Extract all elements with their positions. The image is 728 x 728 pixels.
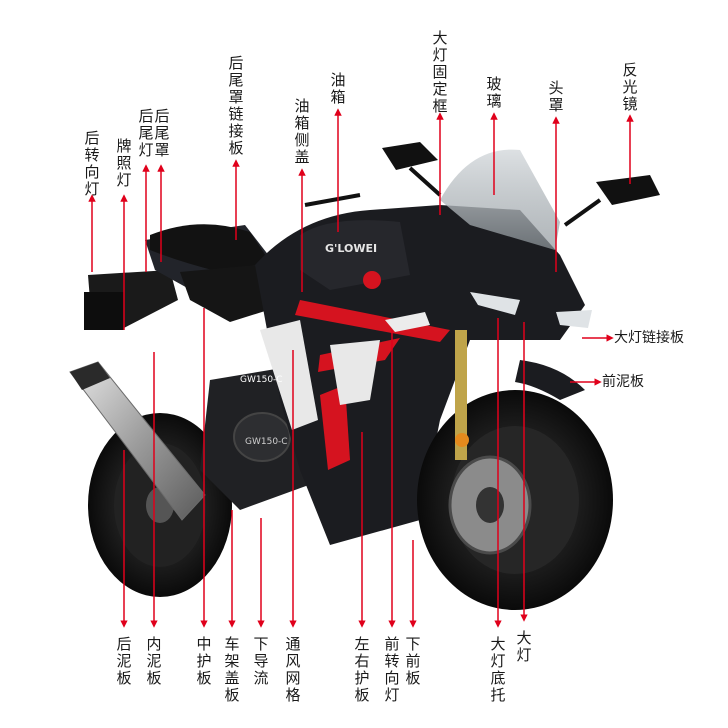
label-inner-fender: 内泥板 xyxy=(146,635,162,687)
label-head-cover: 头罩 xyxy=(548,79,564,114)
label-tank-side-cover: 油箱侧盖 xyxy=(294,97,310,166)
label-middle-guard: 中护板 xyxy=(196,635,212,687)
mirrors xyxy=(304,142,660,227)
label-headlight-bracket: 大灯底托 xyxy=(490,635,506,704)
label-tail-cover: 后尾罩 xyxy=(154,107,170,159)
label-front-turn-signal: 前转向灯 xyxy=(384,635,400,704)
label-lower-front-plate: 下前板 xyxy=(405,635,421,687)
engine-badge: GW150-C xyxy=(245,437,288,447)
label-headlight: 大灯 xyxy=(516,629,532,664)
headlights xyxy=(385,292,592,332)
tank-badge: G'LOWEI xyxy=(325,242,377,255)
label-license-plate-light: 牌照灯 xyxy=(116,137,132,189)
front-wheel xyxy=(417,330,613,610)
label-fuel-tank: 油箱 xyxy=(330,71,346,106)
label-tail-light: 后尾灯 xyxy=(138,107,154,159)
label-tail-cover-link-plate: 后尾罩链接板 xyxy=(228,54,244,157)
label-front-fender: 前泥板 xyxy=(602,374,644,390)
label-rear-turn-signal: 后转向灯 xyxy=(84,129,100,198)
windscreen xyxy=(440,149,560,250)
label-rear-fender: 后泥板 xyxy=(116,635,132,687)
exhaust-muffler xyxy=(69,361,206,521)
label-headlight-link-plate: 大灯链接板 xyxy=(614,330,684,346)
label-frame-cover: 车架盖板 xyxy=(224,635,240,704)
label-side-guards: 左右护板 xyxy=(354,635,370,704)
leader-lines xyxy=(88,108,634,628)
side-model-badge: GW150-C xyxy=(240,375,283,385)
label-lower-deflector: 下导流 xyxy=(253,635,269,687)
fairing: G'LOWEI GW150-C xyxy=(240,205,585,545)
label-vent-grille: 通风网格 xyxy=(285,635,301,704)
label-mirror: 反光镜 xyxy=(622,61,638,113)
label-headlight-frame: 大灯固定框 xyxy=(432,29,448,115)
label-glass: 玻璃 xyxy=(486,75,502,110)
